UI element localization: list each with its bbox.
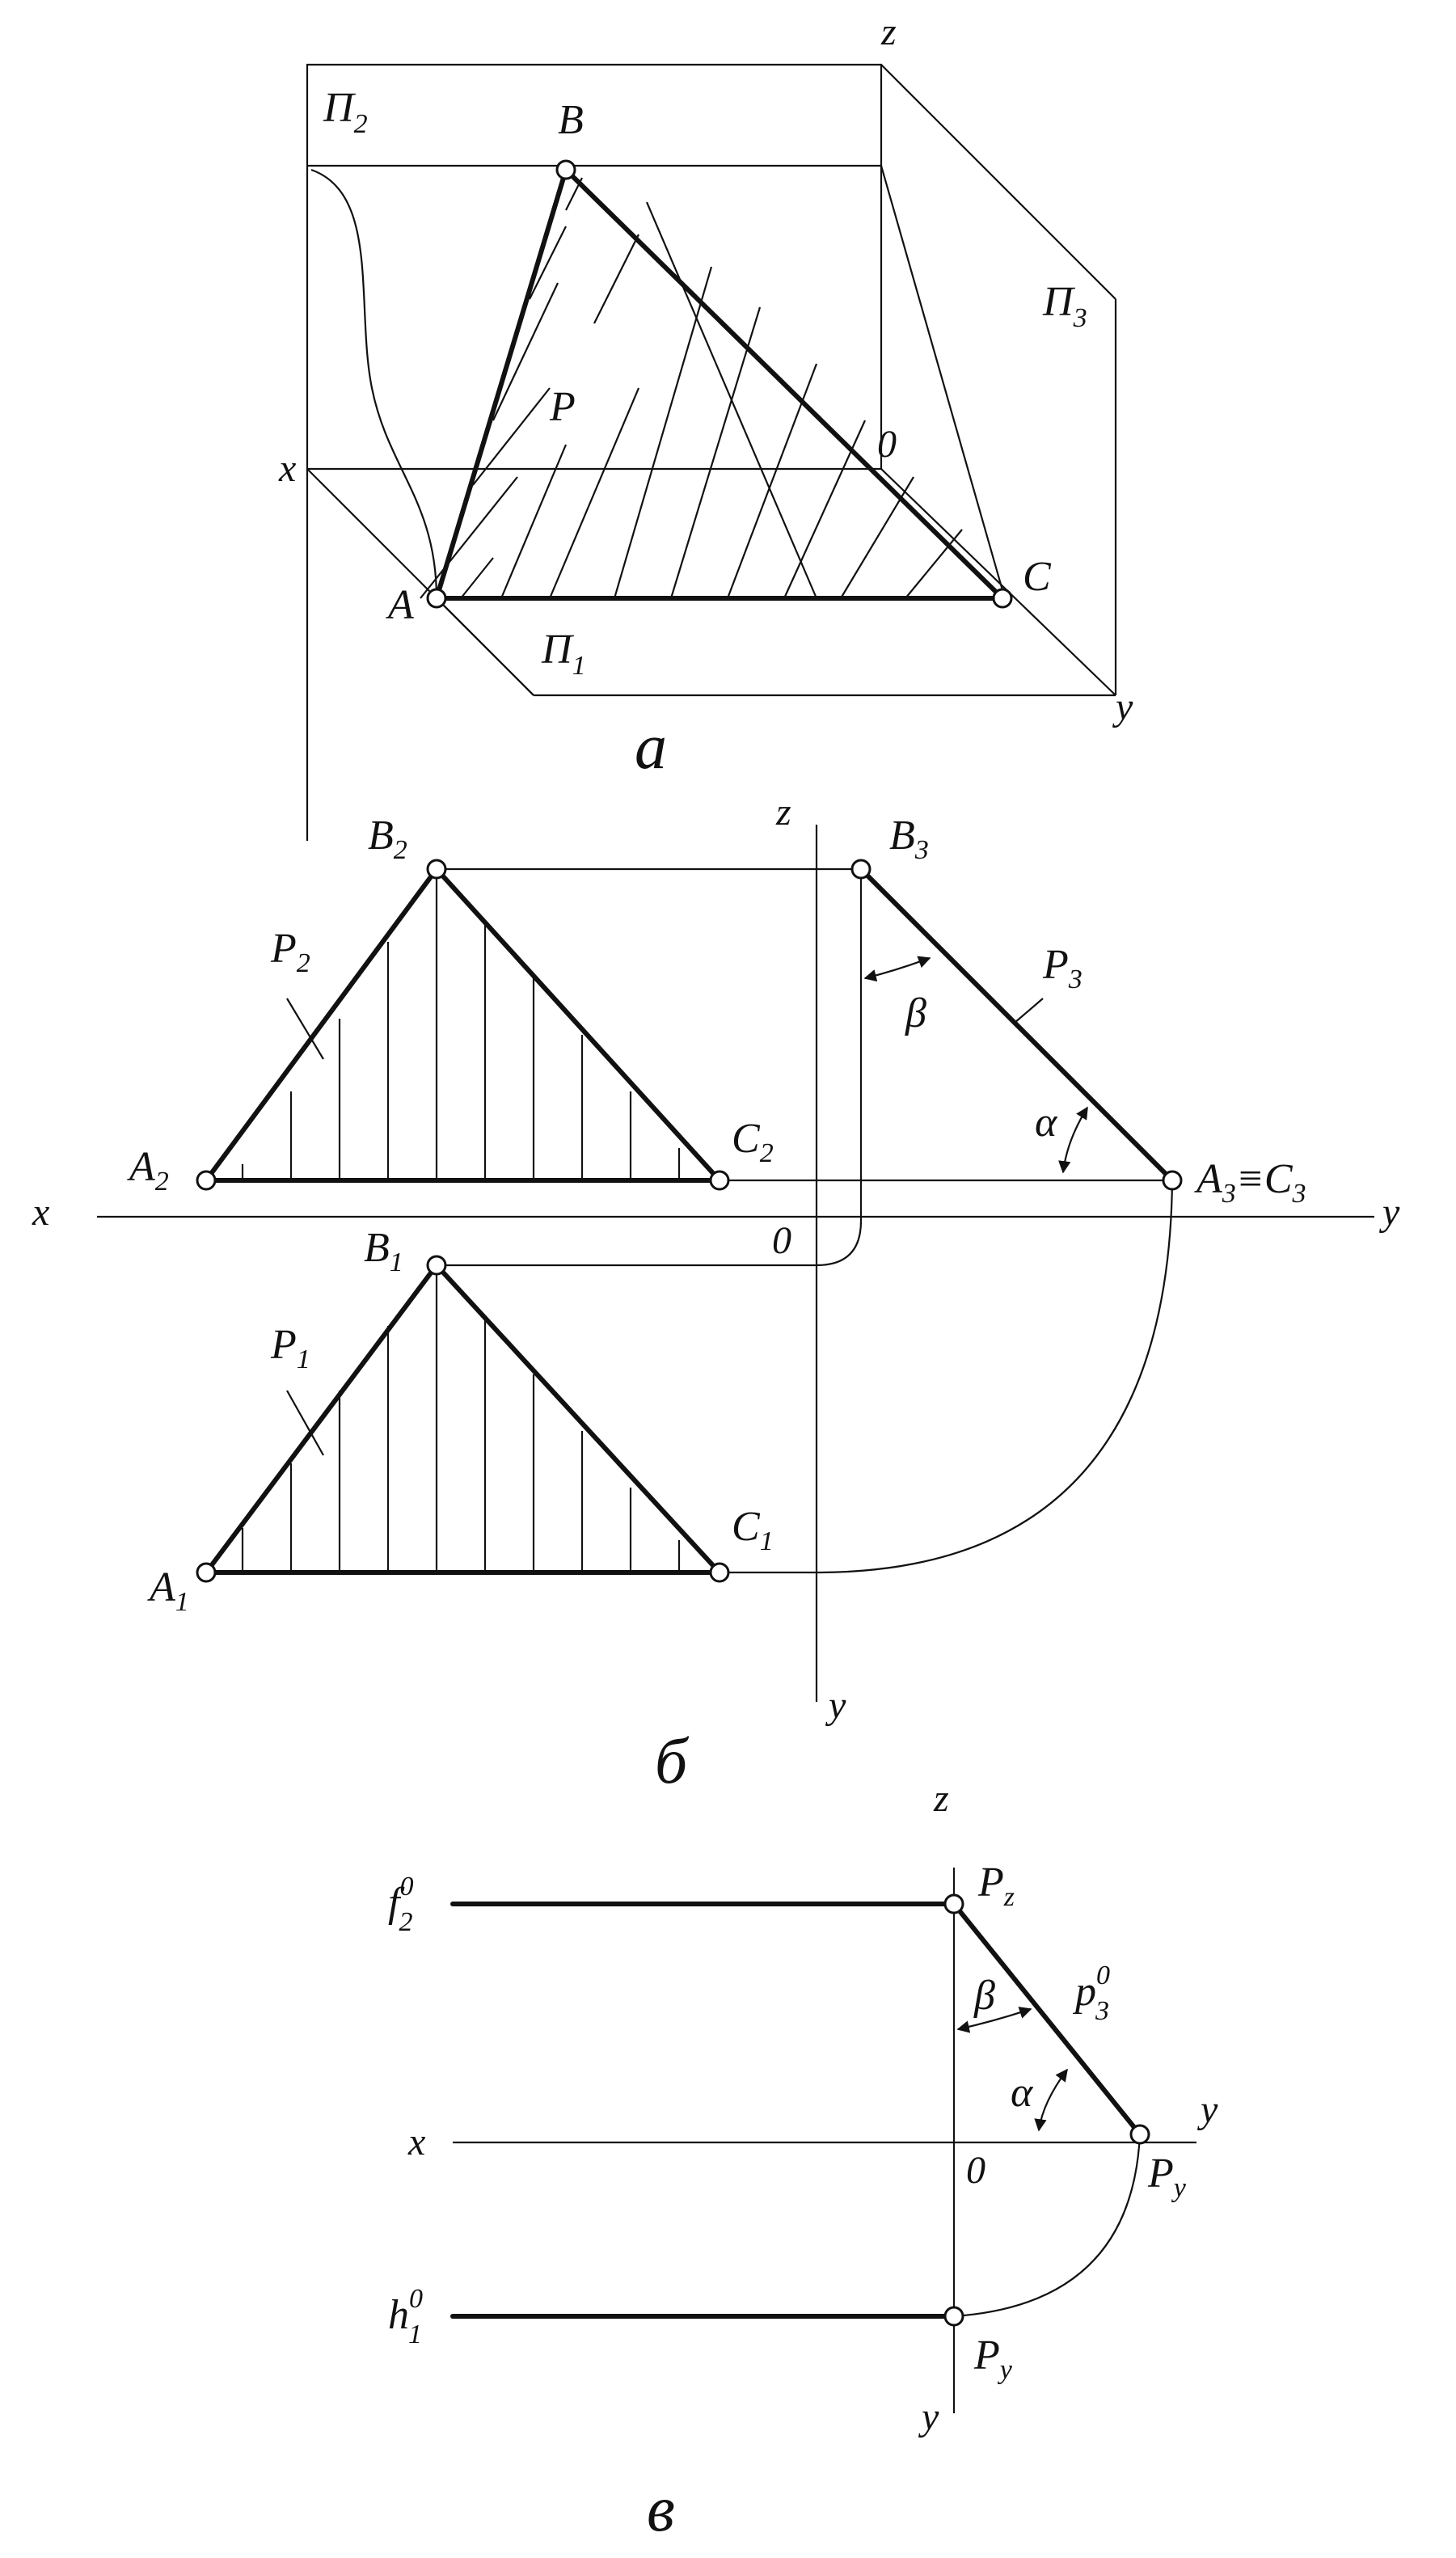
label-a1: A1 [147,1564,189,1617]
label-p3: P3 [1042,942,1083,994]
label-origin-b: 0 [772,1219,791,1262]
label-plane-p: P [549,384,576,430]
side-leader-p3 [1014,998,1044,1024]
panel-b-orthographic: x y z y 0 B2 A2 C2 P2 B1 A1 C1 P1 B3 P3 … [32,791,1400,1797]
label-axis-z-a: z [880,11,897,53]
label-axis-y-right-b: y [1378,1191,1400,1234]
side-line-p3 [859,867,1175,1183]
label-b1: B1 [364,1225,403,1277]
front-leader-p2 [286,998,324,1060]
label-c1: C1 [732,1504,774,1556]
front-edge-ab [204,867,439,1183]
point-c [992,588,1013,609]
label-axis-x-v: x [407,2121,425,2163]
label-axis-y-down-b: y [825,1684,846,1727]
label-point-c: C [1023,554,1052,600]
label-point-b: B [558,97,584,143]
label-plane-front: П2 [323,85,368,139]
label-axis-z-v: z [933,1777,949,1820]
link-b1-b3 [437,869,863,1267]
point-b [555,159,576,180]
arc-py-rotation [953,2134,1142,2318]
label-plane-side: П3 [1042,279,1087,333]
label-b3: B3 [889,813,929,865]
label-pz: Pz [977,1859,1015,1912]
label-a3-c3: A3≡C3 [1194,1156,1306,1209]
label-axis-z-b: z [775,791,791,834]
label-b2: B2 [368,813,407,865]
point-c2 [709,1170,730,1191]
label-origin-a: 0 [877,423,897,466]
box-bottom-left-diag [436,597,534,696]
point-a2 [196,1170,217,1191]
label-axis-x-a: x [278,447,296,490]
caption-a: а [635,711,667,783]
label-py-right: Py [1147,2151,1187,2203]
point-pz [943,1893,964,1914]
point-py-down [943,2306,964,2327]
label-c2: C2 [732,1116,774,1168]
label-p2: P2 [270,926,310,978]
edge-ab [434,167,568,601]
label-plane-horizontal: П1 [541,627,586,681]
box-origin-diag [880,468,1116,696]
point-b1 [426,1255,447,1276]
link-c1-a3 [720,1180,1174,1574]
label-axis-x-b: x [32,1191,49,1234]
point-b2 [426,859,447,880]
label-p1: P1 [270,1322,310,1374]
angle-beta-arc-v [956,2007,1032,2033]
angle-alpha-arc-v [1034,2068,1068,2132]
point-a [426,588,447,609]
point-c1 [709,1562,730,1583]
point-a1 [196,1562,217,1583]
label-a2: A2 [127,1144,169,1197]
label-point-a: A [386,582,414,628]
label-origin-v: 0 [966,2149,985,2192]
label-angle-beta-b: β [905,990,926,1036]
top-edge-ab [204,1263,439,1575]
trace-p3 [952,1902,1142,2137]
projection-top-hatching [241,1261,681,1572]
panel-a-3d-view: П2 П3 П1 x z y 0 A B C P а [278,11,1133,841]
caption-v: в [647,2474,675,2545]
point-a3-c3 [1162,1170,1183,1191]
projection-front-hatching [241,873,681,1180]
caption-b: б [655,1726,690,1797]
label-axis-y-right-v: y [1196,2088,1218,2131]
label-angle-beta-v: β [973,1973,995,2019]
label-angle-alpha-v: α [1011,2070,1034,2116]
edge-bc [563,167,1005,601]
angle-alpha-arc-b [1058,1106,1088,1174]
angle-beta-arc-b [863,956,931,982]
box-z-top-diag [880,64,1116,300]
point-b3 [850,859,871,880]
label-axis-y-a: y [1112,686,1133,728]
point-py-right [1129,2124,1150,2145]
label-angle-alpha-b: α [1035,1100,1058,1146]
break-line [310,168,438,599]
label-py-down: Py [973,2332,1013,2385]
box-front-right-vertical [880,165,1004,591]
front-edge-bc [434,867,722,1183]
label-axis-y-down-v: y [918,2395,939,2438]
top-leader-p1 [286,1390,324,1456]
top-edge-bc [434,1263,722,1575]
